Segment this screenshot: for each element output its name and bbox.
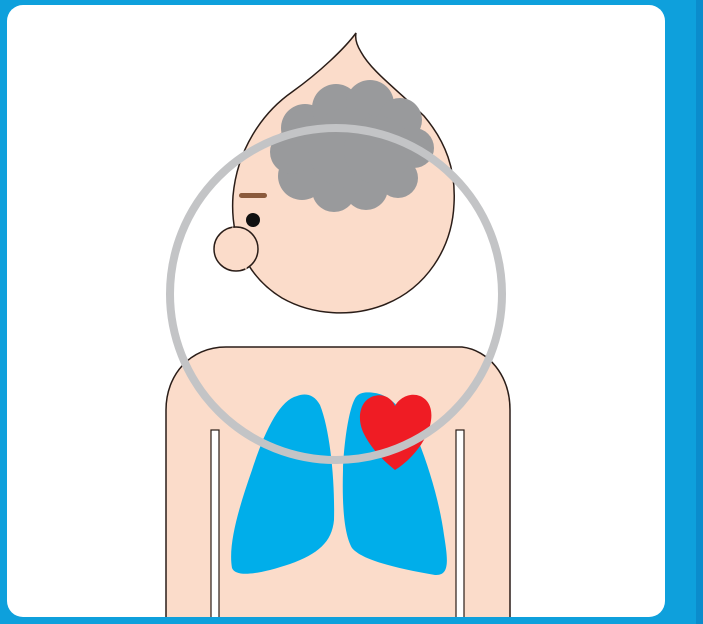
right-arm-seam xyxy=(456,430,464,617)
torso-icon xyxy=(166,347,510,617)
eyebrow-icon xyxy=(239,193,267,198)
left-arm-seam xyxy=(211,430,219,617)
frame-edge-strip xyxy=(696,0,703,624)
illustration-card xyxy=(7,5,665,617)
anatomy-illustration xyxy=(7,5,665,617)
eye-icon xyxy=(246,213,260,227)
